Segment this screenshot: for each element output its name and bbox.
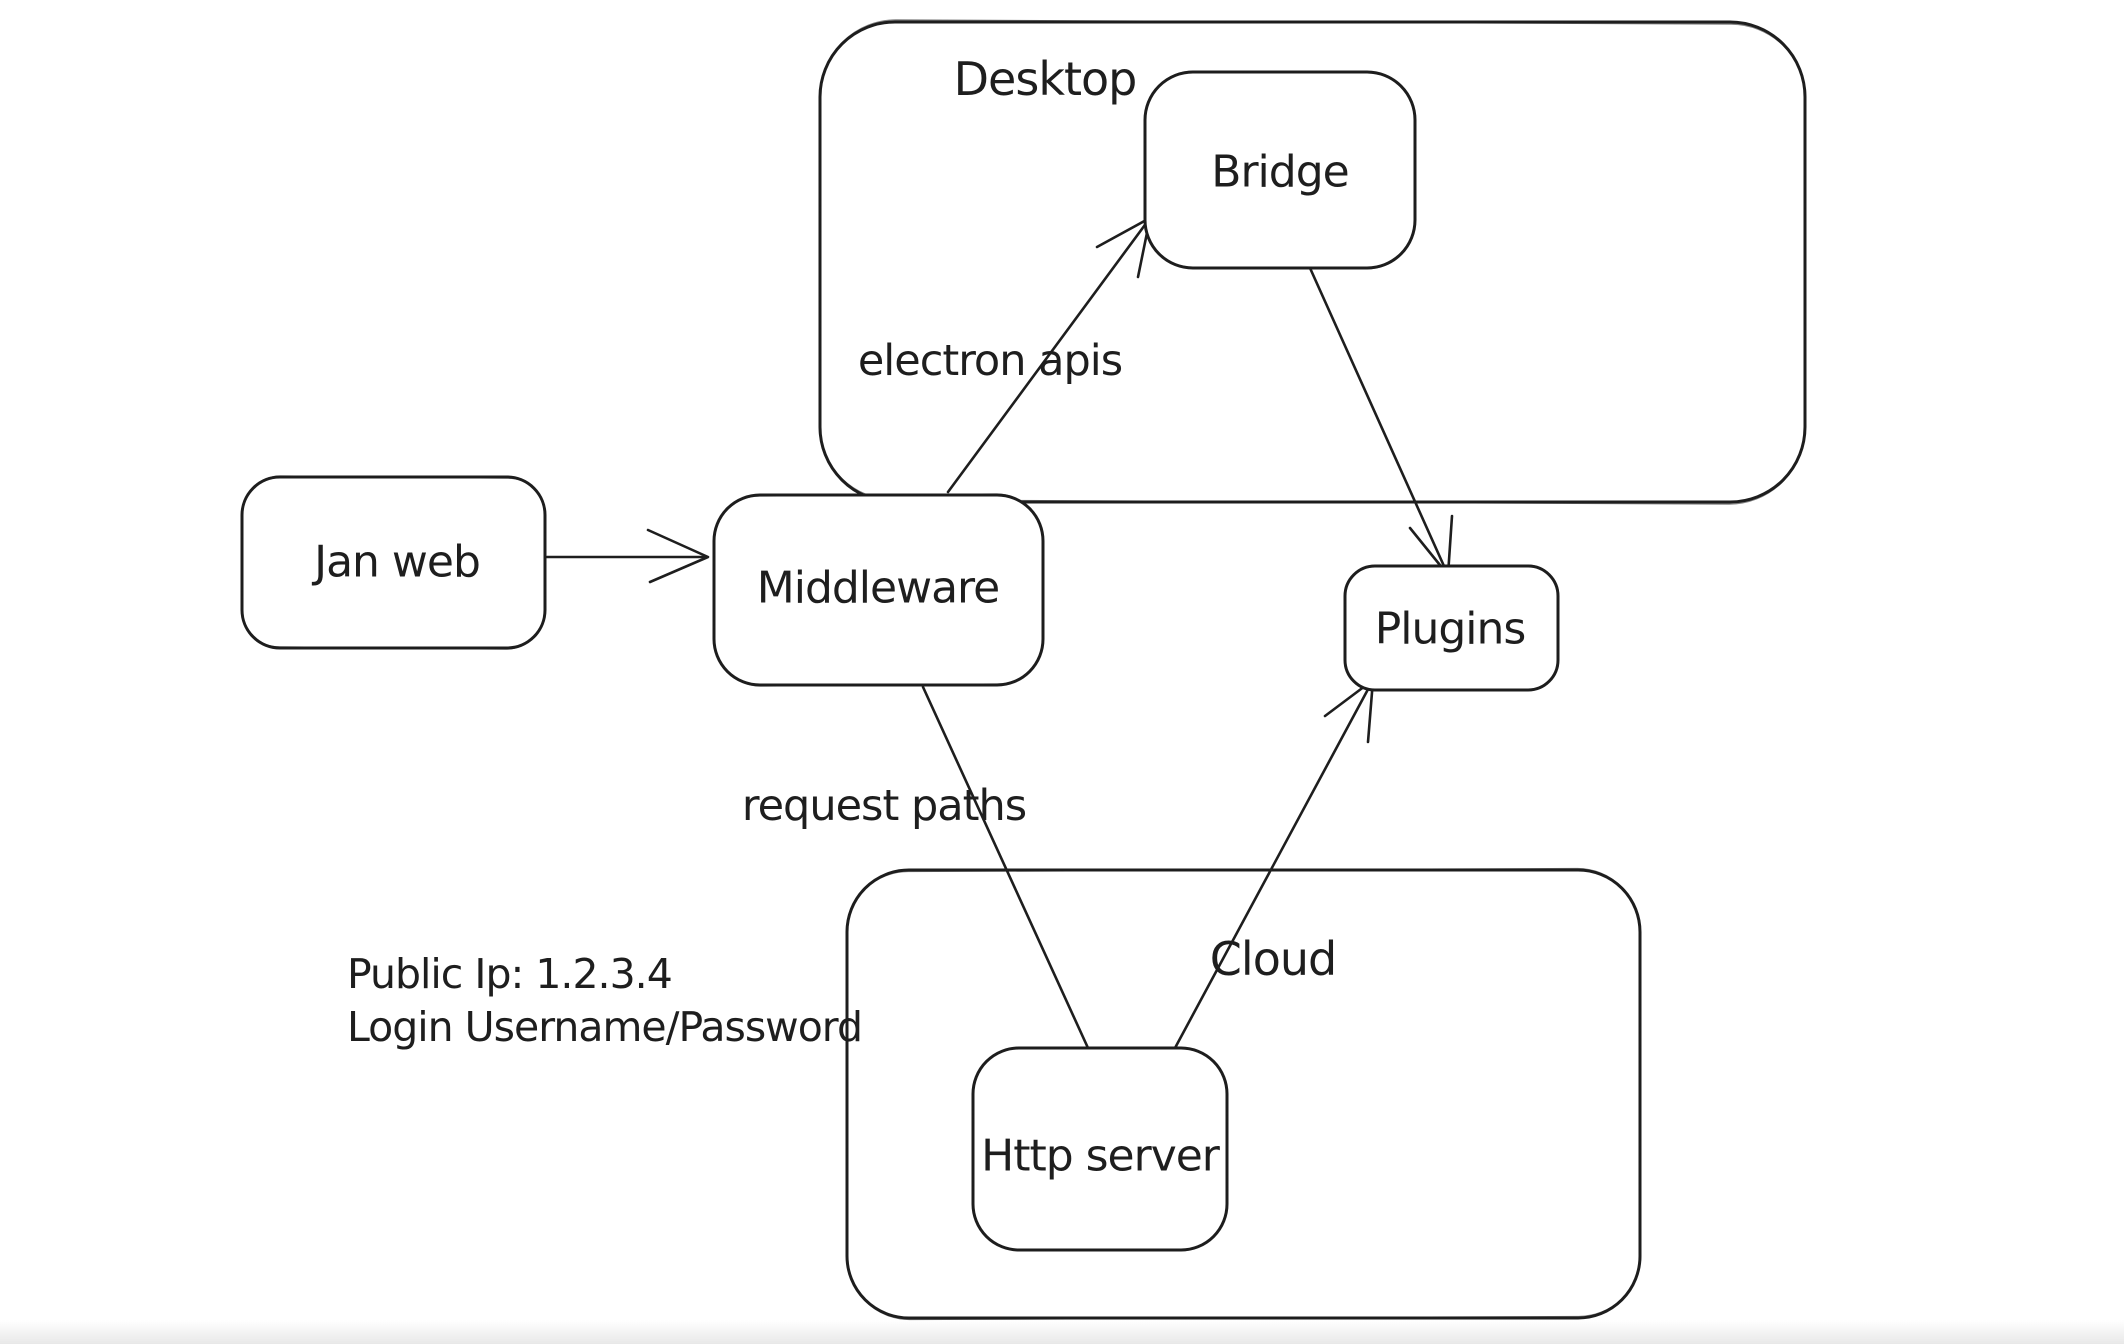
login-credentials-line: Login Username/Password: [347, 1003, 863, 1051]
plugins-node-label: Plugins: [1374, 603, 1527, 655]
http-server-node-shape[interactable]: [971, 1046, 1229, 1252]
http-server-node-label: Http server: [981, 1130, 1220, 1182]
request-paths-edge-label: request paths: [741, 781, 1027, 831]
jan-web-node-label: Jan web: [314, 536, 481, 588]
public-ip-login-annotation[interactable]: Public Ip: 1.2.3.4 Login Username/Passwo…: [347, 948, 863, 1054]
electron-apis-edge-label: electron apis: [857, 336, 1123, 386]
middleware-node-label: Middleware: [756, 562, 1000, 614]
bridge-node-label: Bridge: [1211, 146, 1349, 198]
public-ip-line: Public Ip: 1.2.3.4: [347, 950, 673, 998]
cloud-container-shape[interactable]: [845, 867, 1642, 1321]
arrow-janweb-to-middleware[interactable]: [545, 528, 710, 584]
desktop-container-shape[interactable]: [818, 19, 1807, 505]
middleware-node-shape[interactable]: [712, 493, 1045, 687]
line-middleware-to-httpserver[interactable]: [921, 685, 1090, 1050]
jan-web-node-shape[interactable]: [240, 475, 547, 650]
desktop-container-label: Desktop: [953, 52, 1138, 106]
arrow-bridge-to-plugins[interactable]: [1308, 266, 1454, 577]
plugins-node-shape[interactable]: [1343, 564, 1560, 692]
bridge-node-shape[interactable]: [1143, 70, 1417, 270]
arrow-httpserver-to-plugins[interactable]: [1173, 678, 1375, 1050]
cloud-container-label: Cloud: [1209, 932, 1337, 986]
